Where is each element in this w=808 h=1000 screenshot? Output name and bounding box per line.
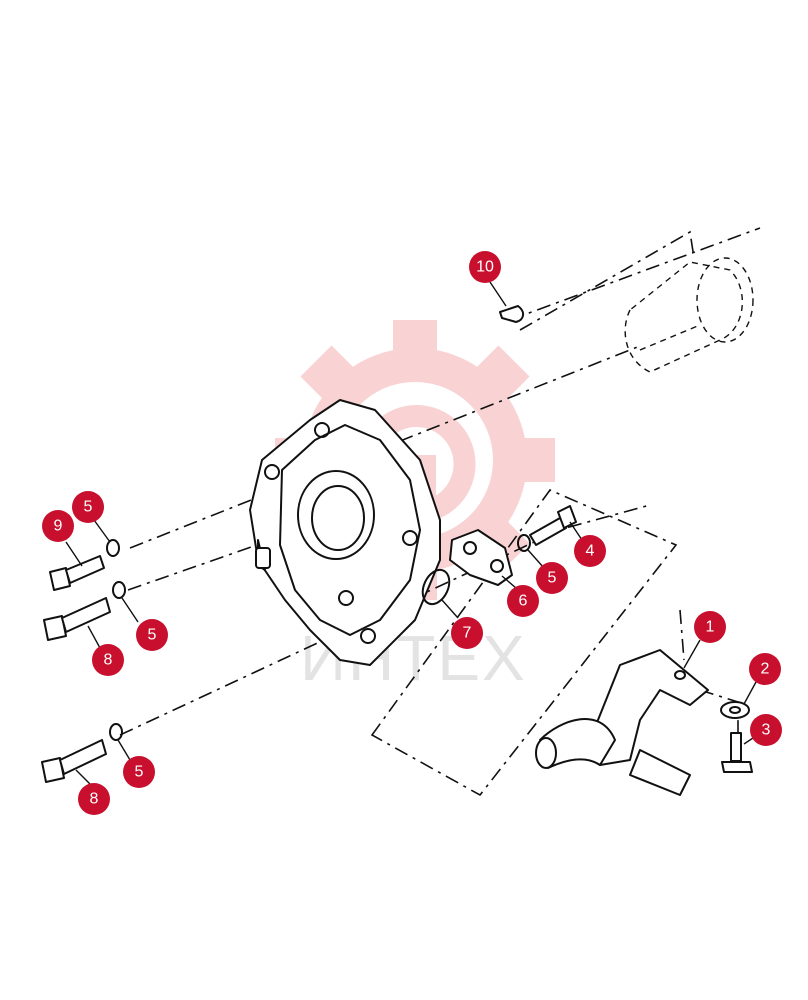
- svg-text:5: 5: [548, 570, 557, 587]
- svg-text:1: 1: [706, 619, 715, 636]
- svg-text:2: 2: [761, 661, 770, 678]
- callout-6: 6: [507, 585, 539, 617]
- bolt-part-8a: [43, 581, 126, 641]
- flange-part-6: [449, 529, 513, 586]
- svg-text:5: 5: [135, 764, 144, 781]
- callout-5a: 5: [72, 491, 104, 523]
- callout-4: 4: [574, 535, 606, 567]
- o-ring-part-7: [421, 568, 451, 606]
- svg-text:5: 5: [84, 499, 93, 516]
- shaft-ghost: [624, 257, 754, 373]
- svg-text:5: 5: [148, 627, 157, 644]
- svg-text:8: 8: [90, 791, 99, 808]
- key-part-10: [499, 305, 524, 323]
- callout-10: 10: [469, 251, 501, 283]
- callout-8b: 8: [78, 783, 110, 815]
- callout-1: 1: [694, 611, 726, 643]
- bolt-part-8b: [41, 723, 123, 783]
- callout-5b: 5: [136, 619, 168, 651]
- svg-text:7: 7: [463, 625, 472, 642]
- callout-3: 3: [750, 714, 782, 746]
- bolt-part-3: [721, 732, 753, 773]
- svg-text:6: 6: [519, 593, 528, 610]
- svg-text:10: 10: [476, 259, 494, 276]
- callout-2: 2: [749, 653, 781, 685]
- callout-5c: 5: [536, 562, 568, 594]
- pump-housing: [249, 399, 441, 666]
- callout-9: 9: [42, 510, 74, 542]
- leader-lines: [65, 281, 757, 787]
- bolt-part-4: [517, 505, 577, 552]
- svg-text:3: 3: [762, 722, 771, 739]
- callout-5d: 5: [123, 756, 155, 788]
- svg-text:4: 4: [586, 543, 595, 560]
- svg-text:9: 9: [54, 518, 63, 535]
- washer-part-2: [720, 701, 750, 719]
- oil-pickup-part-1: [535, 649, 709, 796]
- callout-7: 7: [451, 617, 483, 649]
- svg-text:8: 8: [104, 652, 113, 669]
- callout-8a: 8: [92, 644, 124, 676]
- bolt-part-9: [49, 539, 120, 591]
